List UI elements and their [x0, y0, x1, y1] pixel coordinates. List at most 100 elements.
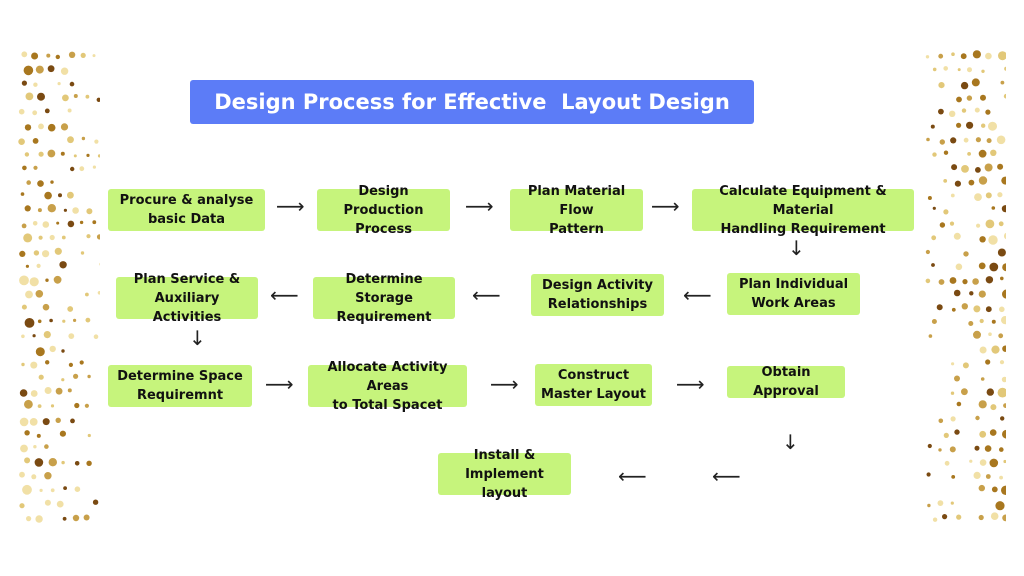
- decorative-dot: [998, 51, 1006, 61]
- decorative-dot: [96, 234, 100, 240]
- decorative-dot: [949, 110, 956, 117]
- decorative-dot: [950, 137, 957, 144]
- decorative-dot: [1003, 403, 1006, 408]
- decorative-dot: [19, 389, 28, 397]
- decorative-dot: [974, 107, 980, 113]
- decorative-dot: [939, 222, 946, 228]
- decorative-dot: [68, 333, 75, 339]
- decorative-dot: [943, 209, 949, 215]
- decorative-dot: [944, 460, 950, 466]
- decorative-dot: [999, 475, 1003, 480]
- decorative-dot: [25, 264, 29, 268]
- decorative-dot: [79, 166, 85, 172]
- decorative-dot: [33, 82, 38, 87]
- decorative-dot: [972, 278, 979, 285]
- decorative-dot: [61, 349, 65, 353]
- decorative-dot: [38, 151, 44, 157]
- decorative-dot: [63, 208, 67, 212]
- decorative-dot: [83, 514, 90, 521]
- decorative-dot: [972, 50, 981, 59]
- decorative-dot: [32, 334, 36, 338]
- decorative-dot: [80, 52, 86, 58]
- decorative-dot: [21, 362, 25, 367]
- decorative-dot: [37, 404, 42, 408]
- decorative-dot: [985, 52, 992, 60]
- arrow-right-icon: ⟶: [465, 194, 494, 218]
- arrow-right-icon: ⟶: [676, 372, 705, 396]
- decorative-dot: [953, 232, 961, 240]
- decorative-dots-left: [18, 51, 100, 523]
- decorative-dot: [18, 138, 25, 145]
- decorative-dot: [44, 472, 52, 480]
- decorative-dot: [986, 138, 992, 144]
- decorative-dot: [979, 459, 987, 466]
- decorative-dot: [963, 137, 969, 143]
- decorative-dot: [38, 374, 44, 380]
- decorative-dot: [938, 108, 944, 115]
- decorative-dot: [950, 193, 955, 198]
- decorative-dot: [34, 458, 44, 467]
- decorative-dot: [33, 250, 40, 256]
- decorative-dot: [21, 304, 27, 310]
- decorative-dot: [86, 153, 90, 157]
- decorative-dot: [973, 305, 981, 313]
- decorative-dot: [20, 444, 28, 453]
- decorative-dot: [37, 180, 44, 187]
- decorative-dot: [97, 291, 100, 295]
- decorative-dot: [998, 333, 1004, 339]
- decorative-dot: [44, 444, 49, 449]
- decorative-dot: [94, 139, 99, 144]
- decorative-dot: [926, 472, 931, 477]
- decorative-dot: [86, 460, 92, 466]
- decorative-dot: [956, 96, 962, 103]
- decorative-dot: [32, 138, 39, 144]
- decorative-dot: [44, 108, 50, 114]
- arrow-right-icon: ⟶: [490, 372, 519, 396]
- decorative-dot: [956, 122, 962, 128]
- decorative-dot: [24, 457, 31, 464]
- decorative-dot: [63, 486, 67, 490]
- decorative-dot: [24, 399, 33, 409]
- decorative-dot: [35, 347, 45, 357]
- decorative-dot: [74, 486, 81, 493]
- decorative-dot: [990, 404, 997, 411]
- decorative-dot: [68, 51, 76, 58]
- decorative-dot: [961, 303, 968, 310]
- decorative-dot: [949, 446, 956, 453]
- decorative-dot: [943, 432, 949, 438]
- decorative-dot: [968, 179, 975, 186]
- decorative-dot: [22, 484, 32, 495]
- decorative-dot: [73, 94, 78, 98]
- decorative-dot: [999, 360, 1005, 365]
- decorative-dot: [84, 403, 89, 408]
- decorative-dot: [990, 149, 997, 156]
- decorative-dot: [73, 318, 77, 322]
- decorative-dot: [938, 82, 945, 89]
- decorative-dot: [86, 234, 91, 239]
- decorative-dot: [30, 390, 38, 397]
- arrow-right-icon: ⟶: [265, 372, 294, 396]
- decorative-dot: [1001, 485, 1006, 495]
- decorative-dot: [1003, 232, 1006, 240]
- decorative-dot: [42, 418, 50, 426]
- decorative-dot: [19, 275, 29, 286]
- decorative-dots-right: [925, 50, 1006, 522]
- step-install-implement: Install &Implement layout: [438, 448, 571, 501]
- decorative-dot: [85, 292, 89, 297]
- decorative-dot: [67, 108, 72, 113]
- decorative-dot: [938, 279, 945, 285]
- decorative-dot: [974, 445, 980, 451]
- decorative-dot: [23, 65, 34, 76]
- step-plan-service-auxiliary: Plan Service &Auxiliary Activities: [116, 272, 258, 325]
- decorative-dot: [81, 136, 86, 141]
- decorative-dot: [997, 387, 1006, 398]
- decorative-dot: [956, 401, 962, 407]
- decorative-dot: [87, 433, 91, 438]
- decorative-dot: [45, 360, 50, 365]
- decorative-dot: [989, 458, 999, 468]
- decorative-dot: [24, 124, 32, 131]
- decorative-dot: [976, 223, 981, 228]
